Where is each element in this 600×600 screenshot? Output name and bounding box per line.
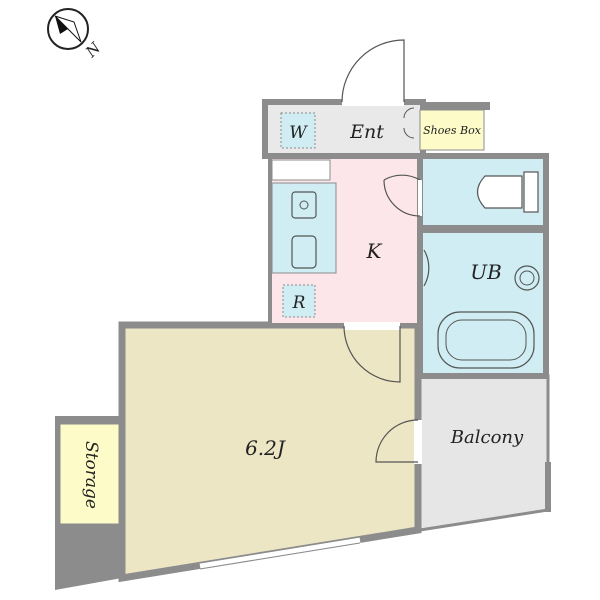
main-room-label: 6.2J bbox=[245, 436, 286, 460]
bathtub-icon bbox=[437, 311, 535, 369]
stove-icon bbox=[291, 191, 317, 219]
storage-label: Storage bbox=[81, 441, 101, 509]
balcony-area bbox=[418, 374, 550, 532]
balcony-label: Balcony bbox=[450, 427, 524, 448]
washbasin-icon bbox=[514, 265, 540, 291]
toilet-icon bbox=[476, 175, 523, 209]
refrigerator-space bbox=[282, 284, 316, 318]
balcony-door bbox=[375, 419, 419, 463]
north-label: N bbox=[81, 38, 104, 61]
refrigerator-label: R bbox=[292, 293, 306, 313]
shoes-box-label: Shoes Box bbox=[423, 124, 482, 137]
north-arrow-icon: N bbox=[47, 8, 105, 62]
washer-label: W bbox=[289, 123, 308, 143]
shoes-box bbox=[419, 109, 485, 151]
entrance-label: Ent bbox=[349, 121, 384, 143]
main-room-door bbox=[343, 325, 401, 383]
washer-space bbox=[280, 112, 316, 149]
unit-bath-label: UB bbox=[470, 260, 502, 284]
sink-icon bbox=[291, 235, 317, 269]
kitchen-label: K bbox=[366, 239, 383, 263]
unit-bath bbox=[417, 227, 549, 379]
entrance-door bbox=[341, 39, 405, 103]
